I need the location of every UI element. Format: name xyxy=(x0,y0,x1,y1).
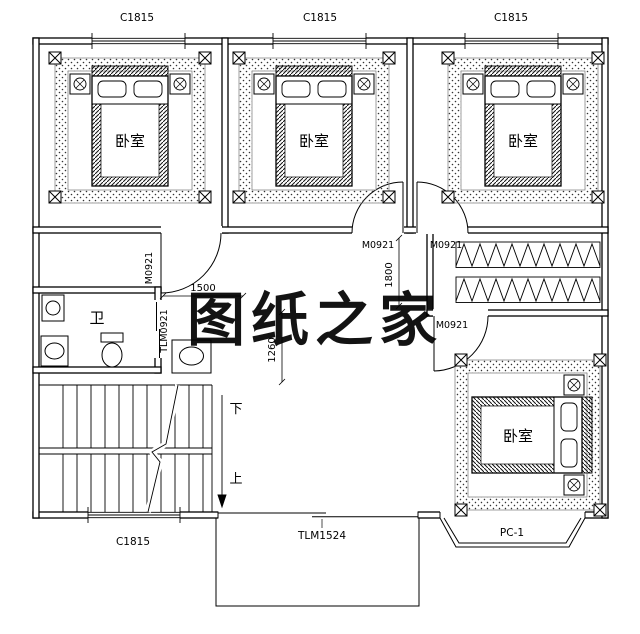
wall-left xyxy=(32,37,40,519)
stair-arrow-head xyxy=(217,494,227,509)
bed-bedroom3 xyxy=(441,51,605,204)
toilet-tank xyxy=(100,332,124,343)
label-window-top-right: C1815 xyxy=(494,12,528,24)
wall-bath-top xyxy=(32,286,162,294)
label-bay-window: PC-1 xyxy=(500,527,524,539)
label-stairs-up: 上 xyxy=(229,472,242,487)
label-bathroom: 卫 xyxy=(89,309,104,327)
label-bedroom2: 卧室 xyxy=(299,132,329,150)
washing-machine-drum xyxy=(45,300,61,316)
watermark-text: 图纸之家 xyxy=(187,286,443,354)
wall-bed1-bed2 xyxy=(221,37,229,234)
wall-bedrooms-hall xyxy=(32,226,609,234)
windows xyxy=(87,33,559,523)
window-top-mid xyxy=(272,33,367,49)
door-bedroom1 xyxy=(160,232,222,294)
bed-bedroom2 xyxy=(232,51,396,204)
door-bathroom-sliding xyxy=(156,302,160,358)
window-bottom-left xyxy=(87,507,181,523)
label-bedroom3: 卧室 xyxy=(508,132,538,150)
laundry-basin xyxy=(44,342,65,360)
label-window-bottom-left: C1815 xyxy=(116,536,150,548)
washbasin xyxy=(179,346,204,366)
wall-bath-bottom xyxy=(32,366,162,374)
closet-hatch xyxy=(455,241,601,303)
stairs xyxy=(39,384,227,513)
bay-window xyxy=(439,512,586,548)
window-top-right xyxy=(464,33,559,49)
label-window-top-left: C1815 xyxy=(120,12,154,24)
label-door-bed3: M0921 xyxy=(430,240,462,251)
label-bedroom4: 卧室 xyxy=(503,427,533,445)
dim-1800 xyxy=(395,234,403,310)
label-window-top-mid: C1815 xyxy=(303,12,337,24)
bed-bedroom1 xyxy=(48,51,212,204)
wall-bed2-bed3 xyxy=(406,37,414,234)
dim-1260 xyxy=(278,308,286,386)
label-bedroom1: 卧室 xyxy=(115,132,145,150)
label-dim-1800: 1800 xyxy=(384,262,395,287)
bathroom-fixtures xyxy=(40,294,212,374)
door-bedroom4 xyxy=(433,315,489,372)
toilet-bowl xyxy=(101,342,123,368)
window-top-left xyxy=(91,33,186,49)
stair-break-line xyxy=(147,384,179,513)
label-door-bed2: M0921 xyxy=(362,240,394,251)
balcony-sliding-door xyxy=(217,511,419,528)
label-door-bed4: M0921 xyxy=(436,320,468,331)
label-stairs-down: 下 xyxy=(229,402,242,417)
dim-1500 xyxy=(159,292,247,300)
label-dim-1260: 1260 xyxy=(267,337,278,362)
label-balcony-door: TLM1524 xyxy=(297,530,346,542)
label-door-bed1: M0921 xyxy=(144,252,155,284)
balcony-outline xyxy=(215,518,420,607)
wall-bed4-top xyxy=(426,309,609,317)
label-dim-1500: 1500 xyxy=(190,283,215,294)
dimensions xyxy=(159,234,403,386)
wall-right xyxy=(601,37,609,519)
bay-label-bg xyxy=(493,525,531,538)
label-door-bath: TLM0921 xyxy=(159,309,170,353)
